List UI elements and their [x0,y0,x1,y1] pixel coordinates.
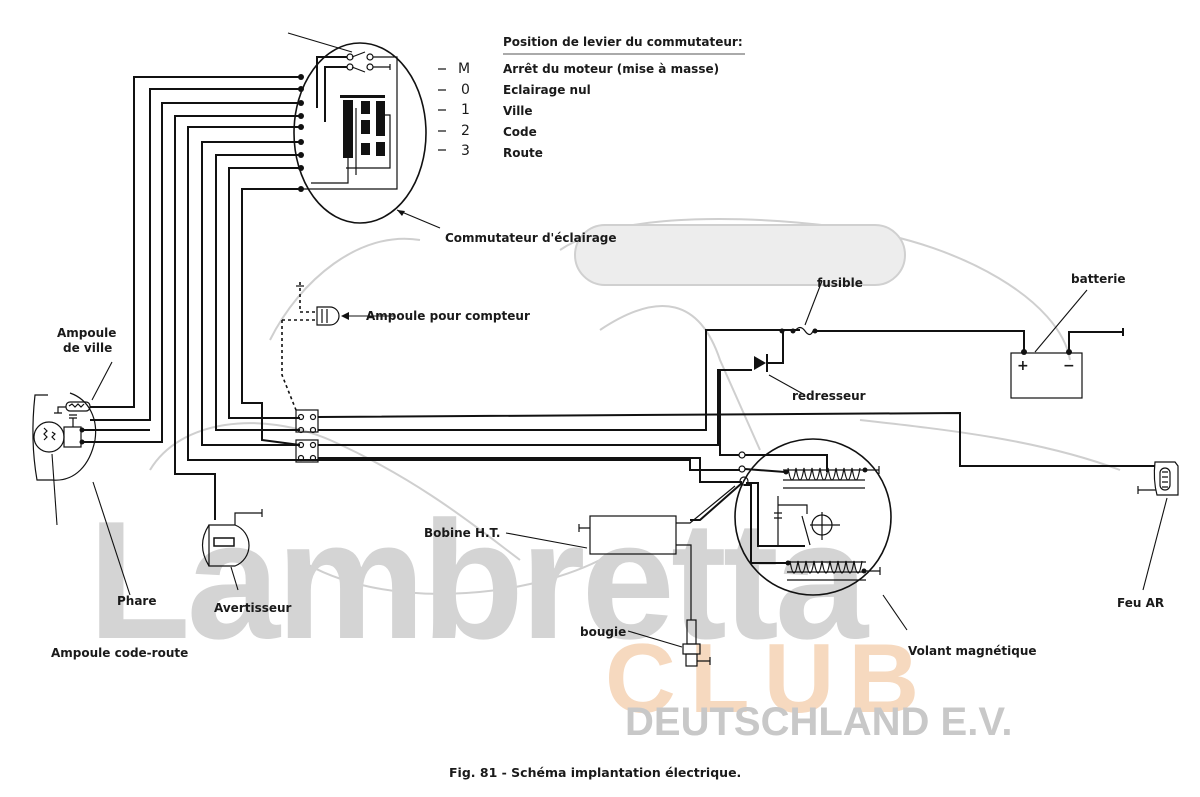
ampoule-ville-label-1: Ampoule [57,326,116,340]
position-label: Eclairage nul [503,83,591,97]
batterie-label: batterie [1071,272,1125,286]
legend-row: 0 Eclairage nul [438,82,591,98]
redresseur-label: redresseur [792,389,866,403]
rectifier-diode [754,356,766,370]
ignition-coil [505,485,736,620]
position-label: Ville [503,104,533,118]
code-route-bulb [33,421,65,453]
bougie-label: bougie [580,625,626,639]
battery-minus: − [1063,358,1075,374]
ignition-coil-winding [785,560,881,581]
horn [201,509,263,591]
wiring-harness [82,76,1155,520]
battery [1010,352,1083,399]
ghost-seat [574,224,906,286]
volant-label: Volant magnétique [908,644,1037,658]
ampoule-compteur-label: Ampoule pour compteur [366,309,530,323]
charging-circuit: + − [706,280,1124,399]
position-label: Arrêt du moteur (mise à masse) [503,62,719,76]
watermark: Lambretta CLUB DEUTSCHLAND E.V. [88,217,1121,744]
position-code: 0 [461,82,470,98]
watermark-club: CLUB [605,623,933,733]
fusible-label: fusible [817,276,863,290]
switch-housing [293,42,427,224]
headlamp [32,361,150,596]
commutateur-label: Commutateur d'éclairage [445,231,617,245]
legend-row: 3 Route [438,143,543,160]
connector-block [295,439,319,463]
position-label: Code [503,125,537,139]
figure-caption: Fig. 81 - Schéma implantation électrique… [449,765,741,780]
position-code: 3 [461,143,470,159]
light-switch [287,32,441,229]
battery-plus: + [1017,358,1029,374]
watermark-country: DEUTSCHLAND E.V. [625,700,1012,744]
ampoule-code-route-label: Ampoule code-route [51,646,188,660]
switch-lever-arrow [287,32,353,53]
ampoule-ville-label-2: de ville [63,341,112,355]
position-code: M [458,61,470,77]
switch-position-legend: Position de levier du commutateur: M Arr… [438,35,745,160]
commutateur-leader [396,209,441,229]
legend-row: M Arrêt du moteur (mise à masse) [438,61,719,77]
watermark-brand: Lambretta [88,486,870,674]
legend-row: 1 Ville [438,102,533,118]
bobine-label: Bobine H.T. [424,526,500,540]
rear-light [1137,461,1179,591]
charging-coil [783,466,880,489]
meter-lamp [316,306,395,326]
position-label: Route [503,146,543,160]
fuse [794,326,814,336]
avertisseur-label: Avertisseur [214,601,292,615]
phare-label: Phare [117,594,157,608]
spark-plug [627,619,711,667]
position-code: 2 [461,123,470,139]
position-code: 1 [461,102,470,118]
feu-ar-label: Feu AR [1117,596,1164,610]
legend-row: 2 Code [438,123,537,139]
legend-title: Position de levier du commutateur: [503,35,743,49]
flywheel-magneto [690,370,908,631]
connector-block [295,409,319,433]
